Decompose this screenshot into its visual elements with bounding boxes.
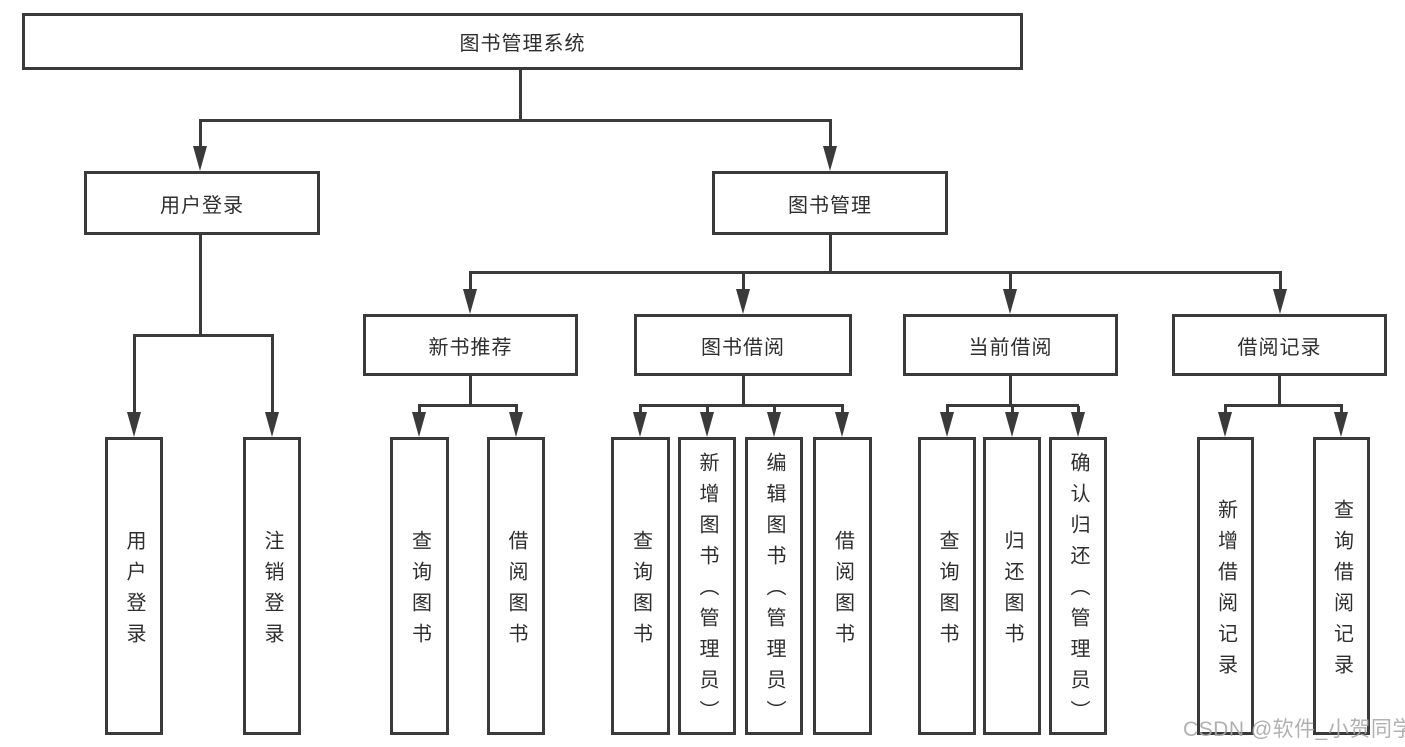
- leaf-query-books-2: 查询图书: [611, 437, 670, 735]
- arrowhead-book-borrow: [736, 289, 750, 314]
- leaf-query-books-3: 查询图书: [918, 437, 976, 735]
- edge-book-borrow-feed: [742, 375, 745, 406]
- leaf-user-login: 用户登录: [105, 437, 163, 735]
- edge-root-feed: [519, 69, 522, 122]
- edge-drop-leaf-logout: [271, 336, 274, 414]
- arrowhead-leaf-borrow-books-2: [835, 412, 849, 437]
- edge-drop-leaf: [639, 406, 642, 415]
- edge-drop-leaf-user-login: [133, 336, 136, 414]
- node-label: 借阅记录: [1237, 336, 1322, 359]
- leaf-logout: 注销登录: [243, 437, 301, 735]
- edge-current-borrow-bar: [946, 404, 1079, 407]
- leaf-label: 归还图书: [1001, 529, 1023, 654]
- node-label: 图书管理: [788, 194, 872, 217]
- leaf-borrow-books-2: 借阅图书: [813, 437, 872, 735]
- node-library-management-system: 图书管理系统: [22, 13, 1023, 70]
- leaf-label: 借阅图书: [505, 529, 527, 654]
- leaf-label: 新增借阅记录: [1214, 498, 1237, 685]
- leaf-edit-book-admin: 编辑图书（管理员）: [745, 437, 803, 735]
- node-book-mgmt: 图书管理: [712, 171, 948, 235]
- edge-new-book-feed: [469, 375, 472, 406]
- node-book-borrow: 图书借阅: [634, 314, 852, 376]
- arrowhead-current-borrow: [1003, 289, 1017, 314]
- leaf-query-borrow-record: 查询借阅记录: [1313, 437, 1370, 735]
- edge-drop-leaf: [1011, 406, 1014, 415]
- leaf-borrow-books-1: 借阅图书: [487, 437, 545, 735]
- edge-drop-leaf: [1077, 406, 1080, 415]
- edge-book-mgmt-feed: [829, 234, 832, 274]
- node-label: 新书推荐: [428, 336, 513, 359]
- leaf-label: 查询图书: [629, 529, 652, 654]
- edge-drop-leaf: [1224, 406, 1227, 415]
- leaf-query-books-1: 查询图书: [390, 437, 449, 735]
- edge-new-book-bar: [418, 404, 518, 407]
- arrowhead-leaf-borrow-books-1: [509, 412, 523, 437]
- node-label: 用户登录: [160, 194, 244, 217]
- node-borrow-record: 借阅记录: [1172, 314, 1387, 376]
- arrowhead-book-mgmt: [823, 146, 837, 171]
- leaf-label: 注销登录: [261, 529, 283, 654]
- leaf-label: 确认归还（管理员）: [1067, 452, 1089, 731]
- edge-drop-borrow-record: [1279, 273, 1282, 291]
- arrowhead-leaf-add-borrow-record: [1218, 412, 1232, 437]
- arrowhead-leaf-query-borrow-record: [1334, 412, 1348, 437]
- leaf-label: 借阅图书: [831, 529, 854, 654]
- edge-drop-book-borrow: [742, 273, 745, 291]
- node-label: 图书借阅: [701, 336, 785, 359]
- edge-user-login-bar: [133, 334, 274, 337]
- edge-drop-leaf: [418, 406, 421, 415]
- edge-book-borrow-bar: [639, 404, 844, 407]
- leaf-label: 用户登录: [123, 529, 145, 654]
- arrowhead-leaf-query-books-1: [412, 412, 426, 437]
- arrowhead-leaf-edit-book: [767, 412, 781, 437]
- edge-borrow-record-feed: [1278, 375, 1281, 406]
- edge-drop-leaf: [773, 406, 776, 415]
- edge-drop-leaf: [1340, 406, 1343, 415]
- arrowhead-user-login: [193, 146, 207, 171]
- leaf-add-borrow-record: 新增借阅记录: [1197, 437, 1254, 735]
- leaf-label: 查询图书: [408, 529, 431, 654]
- arrowhead-new-book: [463, 289, 477, 314]
- leaf-return-book: 归还图书: [983, 437, 1041, 735]
- arrowhead-leaf-return-book: [1005, 412, 1019, 437]
- edge-drop-current-borrow: [1009, 273, 1012, 291]
- edge-borrow-record-bar: [1224, 404, 1343, 407]
- leaf-confirm-return-admin: 确认归还（管理员）: [1049, 437, 1107, 735]
- edge-drop-new-book: [469, 273, 472, 291]
- node-label: 当前借阅: [968, 336, 1053, 359]
- edge-drop-user-login: [199, 120, 202, 149]
- node-new-book-recommend: 新书推荐: [363, 314, 578, 376]
- arrowhead-leaf-query-books-3: [940, 412, 954, 437]
- arrowhead-leaf-user-login: [127, 412, 141, 437]
- edge-drop-leaf: [841, 406, 844, 415]
- edge-drop-leaf: [706, 406, 709, 415]
- leaf-label: 查询借阅记录: [1330, 498, 1353, 685]
- edge-user-login-feed: [199, 235, 202, 336]
- edge-level3-bar: [469, 271, 1282, 274]
- csdn-watermark: CSDN @软件_小贺同学: [1183, 718, 1405, 741]
- leaf-label: 查询图书: [936, 529, 958, 654]
- leaf-label: 编辑图书（管理员）: [763, 452, 785, 731]
- arrowhead-leaf-confirm-return: [1071, 412, 1085, 437]
- edge-drop-leaf: [515, 406, 518, 415]
- leaf-add-book-admin: 新增图书（管理员）: [678, 437, 736, 735]
- arrowhead-leaf-logout: [265, 412, 279, 437]
- node-label: 图书管理系统: [459, 33, 586, 55]
- edge-drop-book-mgmt: [829, 120, 832, 149]
- leaf-label: 新增图书（管理员）: [696, 452, 718, 731]
- node-user-login: 用户登录: [84, 171, 320, 235]
- edge-level2-bar: [199, 119, 832, 122]
- edge-current-borrow-feed: [1009, 375, 1012, 406]
- node-current-borrow: 当前借阅: [903, 314, 1118, 376]
- arrowhead-borrow-record: [1273, 289, 1287, 314]
- arrowhead-leaf-add-book: [700, 412, 714, 437]
- edge-drop-leaf: [946, 406, 949, 415]
- arrowhead-leaf-query-books-2: [633, 412, 647, 437]
